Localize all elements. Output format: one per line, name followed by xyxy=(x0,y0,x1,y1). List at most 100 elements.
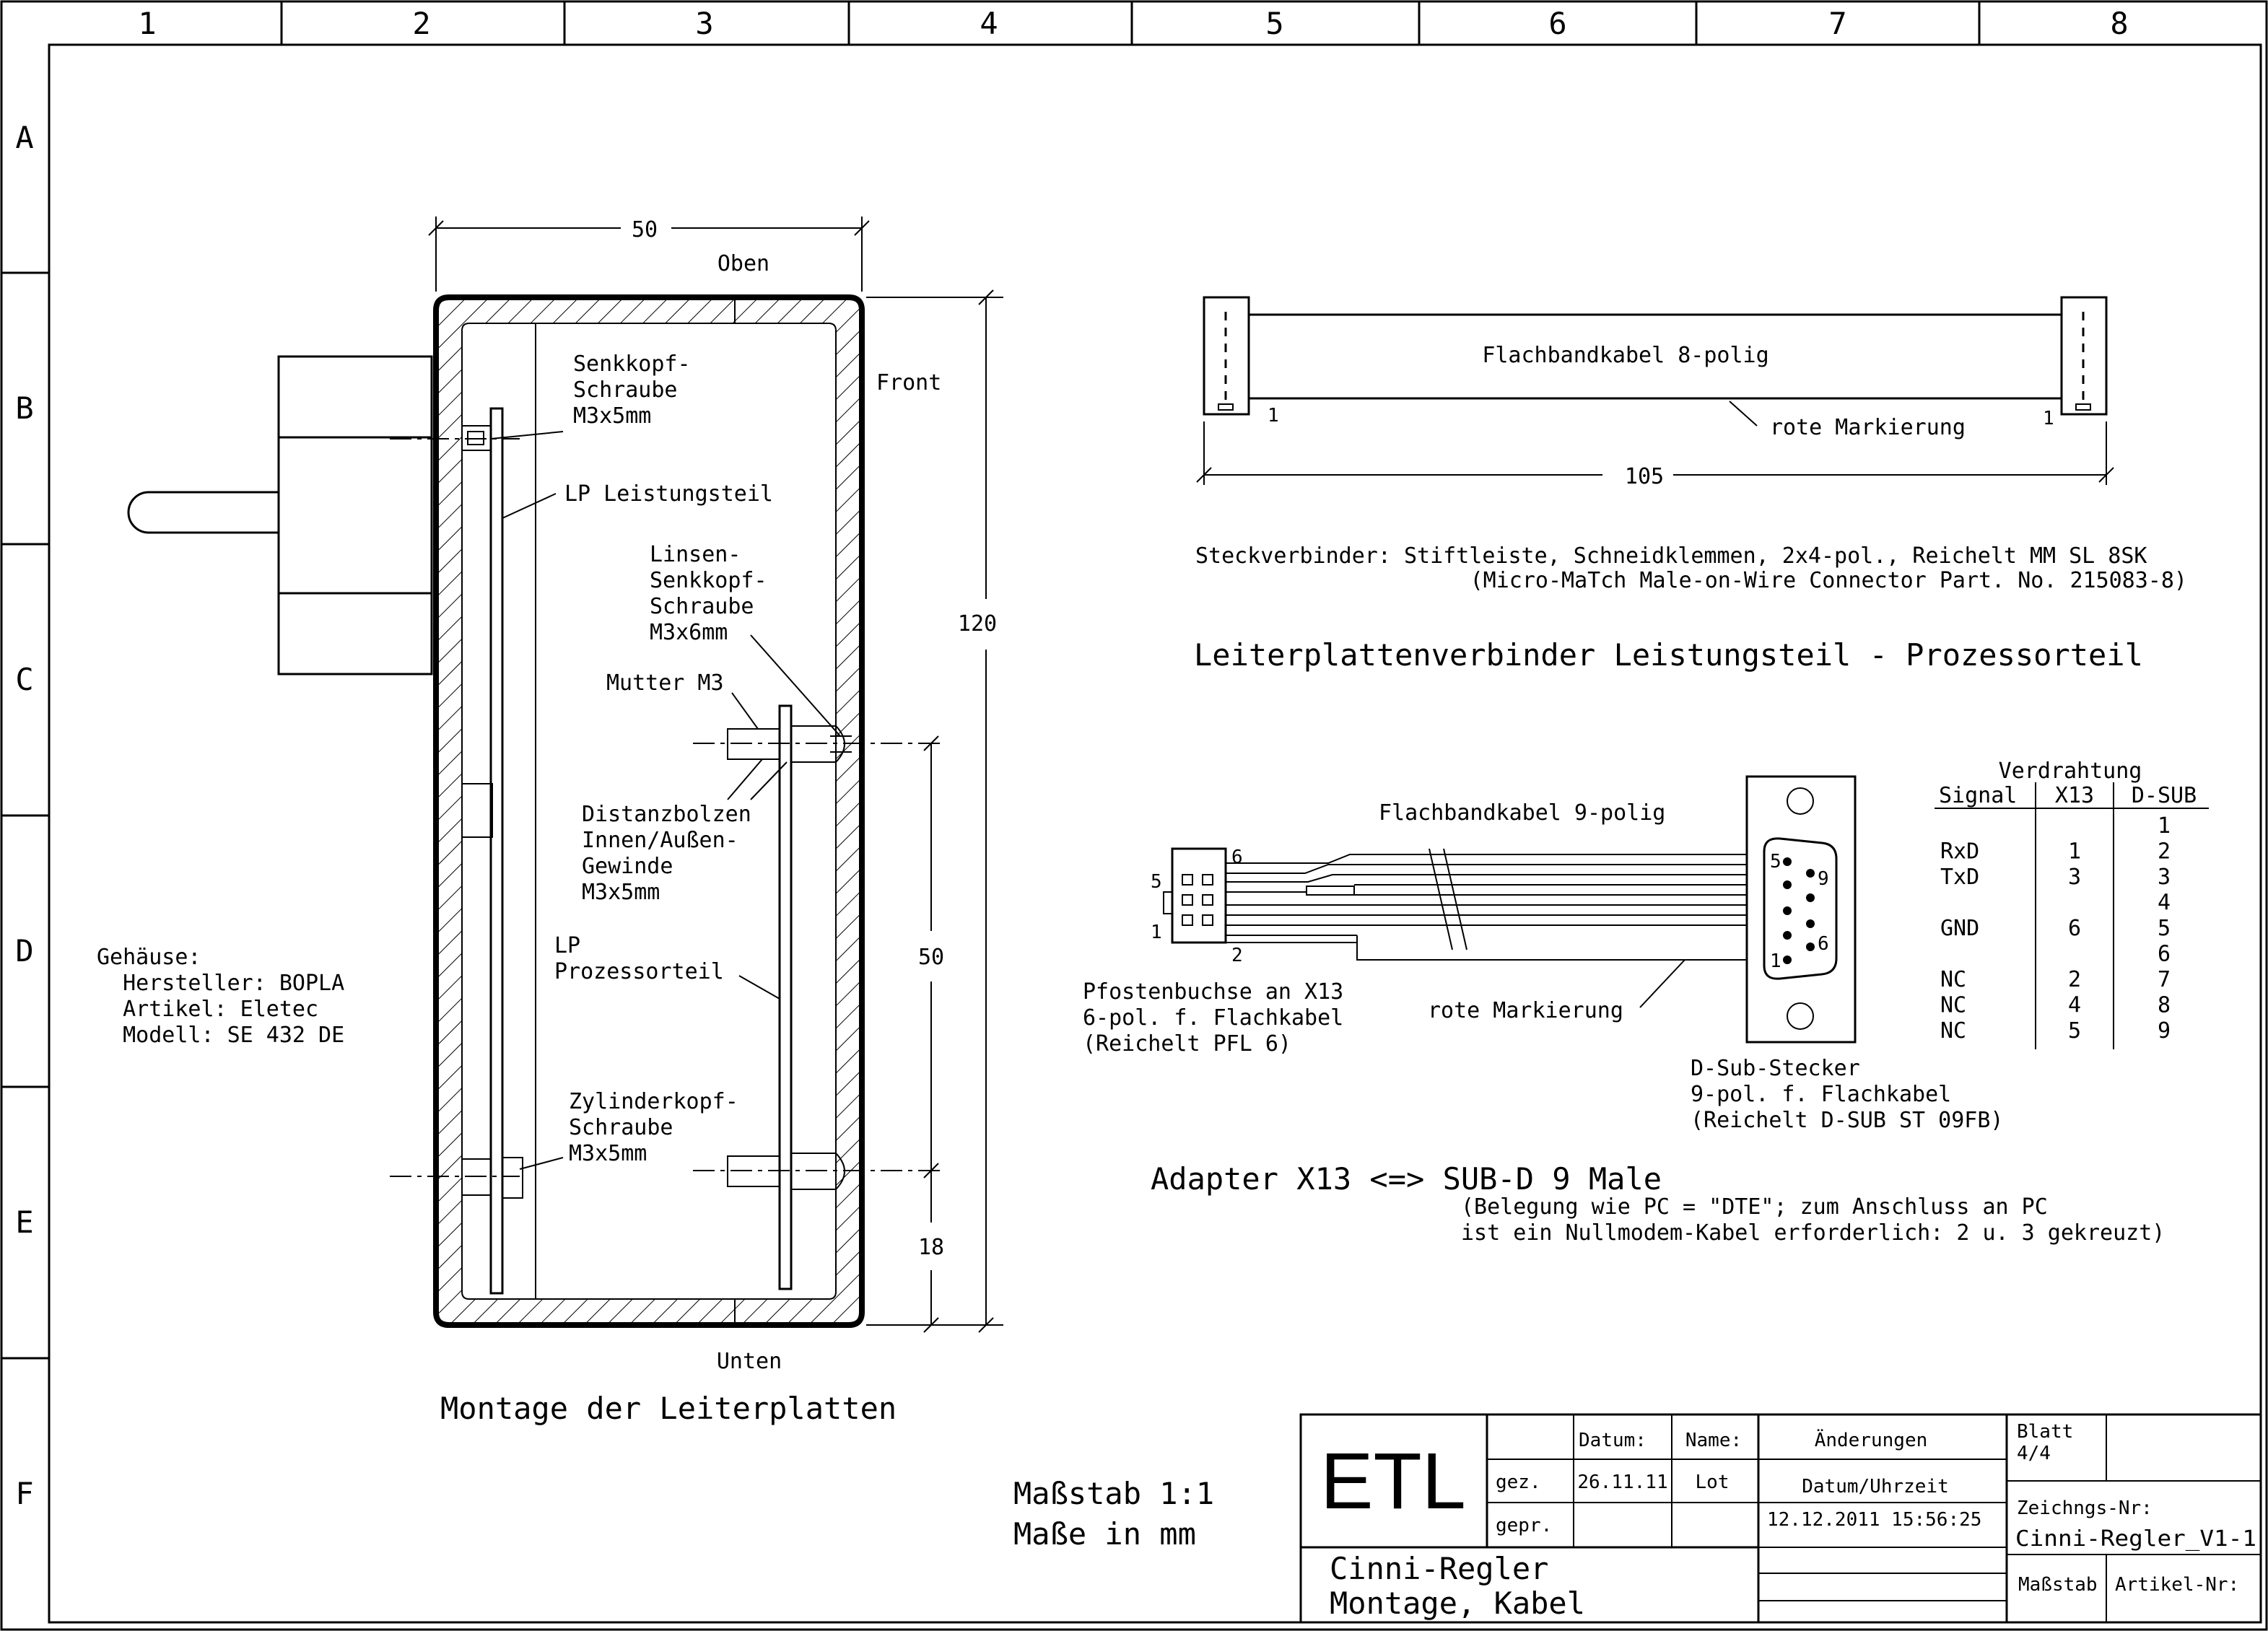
svg-text:Gehäuse:: Gehäuse: xyxy=(97,945,201,970)
wiring-signal: RxD xyxy=(1940,839,1979,865)
callout-power-board: LP Leistungsteil xyxy=(564,481,773,507)
svg-text:9-pol. f. Flachkabel: 9-pol. f. Flachkabel xyxy=(1691,1082,1951,1107)
callout-cylinder-screw: Zylinderkopf- Schraube M3x5mm xyxy=(569,1089,738,1166)
header-pin2: 2 xyxy=(1231,945,1243,966)
ribbon-9 xyxy=(1226,848,1747,1008)
pin1-left: 1 xyxy=(1268,405,1279,427)
svg-text:LP: LP xyxy=(554,933,580,958)
housing-info: Gehäuse: Hersteller: BOPLA Artikel: Elet… xyxy=(97,945,344,1048)
callout-countersunk-screw: Senkkopf- Schraube M3x5mm xyxy=(573,351,691,429)
column-labels: 1 2 3 4 5 6 7 8 xyxy=(138,6,2128,41)
title-line2: Montage, Kabel xyxy=(1330,1586,1585,1621)
dim-spacing-value: 50 xyxy=(918,945,944,970)
etl-logo: ETL xyxy=(1320,1437,1466,1526)
sheet-label: Blatt xyxy=(2017,1421,2073,1443)
svg-text:D-Sub-Stecker: D-Sub-Stecker xyxy=(1691,1056,1860,1081)
wiring-x13: 6 xyxy=(2068,916,2081,941)
dsub-pin6: 6 xyxy=(1818,933,1829,955)
wiring-dsub: 2 xyxy=(2158,839,2171,865)
marking-label: rote Markierung xyxy=(1770,415,1966,440)
wiring-title: Verdrahtung xyxy=(1999,758,2142,784)
wiring-signal: GND xyxy=(1940,916,1979,941)
svg-text:Schraube: Schraube xyxy=(573,377,678,403)
wiring-dsub: 8 xyxy=(2158,993,2171,1018)
column-label: 2 xyxy=(412,6,430,41)
row-label: E xyxy=(15,1204,33,1240)
scale-label: Maßstab xyxy=(2018,1574,2098,1596)
column-label: 4 xyxy=(980,6,998,41)
header-description: Pfostenbuchse an X13 6-pol. f. Flachkabe… xyxy=(1083,979,1343,1057)
svg-text:6-pol. f. Flachkabel: 6-pol. f. Flachkabel xyxy=(1083,1005,1343,1031)
top-label: Oben xyxy=(718,251,769,276)
adapter-title: Adapter X13 <=> SUB-D 9 Male xyxy=(1151,1161,1662,1197)
drawing-no-label: Zeichngs-Nr: xyxy=(2017,1497,2153,1519)
column-label: 7 xyxy=(1828,6,1846,41)
dimension-height xyxy=(866,289,1003,1333)
svg-text:Distanzbolzen: Distanzbolzen xyxy=(582,802,751,827)
cable-8-label: Flachbandkabel 8-polig xyxy=(1482,343,1768,368)
header-pin5: 5 xyxy=(1151,871,1162,893)
row-labels: A B C D E F xyxy=(15,120,33,1511)
header-socket xyxy=(1171,847,1227,944)
svg-text:Prozessorteil: Prozessorteil xyxy=(554,959,724,984)
mounting-view: 50 Oben Front Unten 120 50 18 Senkkopf- … xyxy=(127,217,1003,1426)
side-plug xyxy=(127,355,433,675)
gez-name: Lot xyxy=(1696,1472,1730,1493)
dsub-pin1: 1 xyxy=(1770,950,1781,972)
svg-text:(Reichelt PFL 6): (Reichelt PFL 6) xyxy=(1083,1031,1291,1057)
wiring-dsub: 7 xyxy=(2158,967,2171,992)
adapter-drawing: Flachbandkabel 9-polig 6 5 1 2 5 9 1 6 P… xyxy=(1083,775,2165,1246)
dim-bottom-value: 18 xyxy=(918,1235,944,1260)
bottom-label: Unten xyxy=(717,1349,782,1374)
wiring-signal: NC xyxy=(1940,1018,1966,1044)
pin1-right: 1 xyxy=(2043,408,2054,429)
svg-text:Gewinde: Gewinde xyxy=(582,854,673,879)
row-label: D xyxy=(15,933,33,968)
dsub-pin9: 9 xyxy=(1818,868,1829,890)
datetime-value: 12.12.2011 15:56:25 xyxy=(1767,1509,1981,1531)
board-connector-cable: Flachbandkabel 8-polig 1 1 rote Markieru… xyxy=(1194,296,2187,673)
dimension-spacing xyxy=(923,735,939,1333)
dsub-description: D-Sub-Stecker 9-pol. f. Flachkabel (Reic… xyxy=(1691,1056,2003,1133)
sheet-value: 4/4 xyxy=(2017,1443,2051,1464)
wiring-header-signal: Signal xyxy=(1939,783,2017,808)
callout-lens-screw: Linsen- Senkkopf- Schraube M3x6mm xyxy=(650,542,767,645)
gez-label: gez. xyxy=(1496,1472,1541,1493)
svg-text:Artikel: Eletec: Artikel: Eletec xyxy=(97,997,318,1022)
title-line1: Cinni-Regler xyxy=(1330,1551,1548,1586)
column-label: 8 xyxy=(2110,6,2128,41)
header-pin6: 6 xyxy=(1231,847,1243,868)
dim-width-value: 50 xyxy=(632,217,658,242)
gepr-label: gepr. xyxy=(1496,1515,1552,1536)
connector-line1: Steckverbinder: Stiftleiste, Schneidklem… xyxy=(1195,543,2147,569)
adapter-note2: ist ein Nullmodem-Kabel erforderlich: 2 … xyxy=(1461,1220,2165,1246)
power-board xyxy=(489,407,504,1295)
svg-text:M3x6mm: M3x6mm xyxy=(650,620,728,645)
dsub-pin5: 5 xyxy=(1770,851,1781,873)
column-label: 6 xyxy=(1548,6,1566,41)
column-label: 1 xyxy=(138,6,156,41)
gez-date: 26.11.11 xyxy=(1577,1472,1667,1493)
svg-text:Zylinderkopf-: Zylinderkopf- xyxy=(569,1089,738,1114)
wiring-x13: 5 xyxy=(2068,1018,2081,1044)
row-label: B xyxy=(15,390,33,426)
row-label: F xyxy=(15,1476,33,1511)
wiring-header-dsub: D-SUB xyxy=(2132,783,2197,808)
column-label: 5 xyxy=(1265,6,1283,41)
dsub-connector xyxy=(1745,775,1857,1044)
wiring-header-x13: X13 xyxy=(2055,783,2094,808)
wiring-dsub: 3 xyxy=(2158,865,2171,890)
callout-processor-board: LP Prozessorteil xyxy=(554,933,724,984)
svg-text:M3x5mm: M3x5mm xyxy=(573,403,651,429)
dimension-length xyxy=(1196,421,2114,485)
svg-text:Pfostenbuchse an X13: Pfostenbuchse an X13 xyxy=(1083,979,1343,1005)
adapter-note1: (Belegung wie PC = "DTE"; zum Anschluss … xyxy=(1461,1194,2048,1220)
svg-text:Innen/Außen-: Innen/Außen- xyxy=(582,828,738,853)
processor-board xyxy=(778,704,793,1290)
wiring-dsub: 5 xyxy=(2158,916,2171,941)
dim-length-value: 105 xyxy=(1625,464,1664,489)
board-connector-title: Leiterplattenverbinder Leistungsteil - P… xyxy=(1194,637,2143,673)
wiring-signal: NC xyxy=(1940,967,1966,992)
